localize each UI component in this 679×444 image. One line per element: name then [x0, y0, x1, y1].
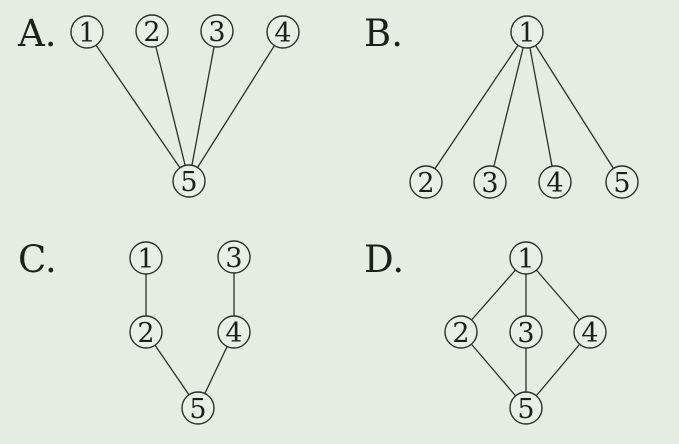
graph-B-node-2-circle: [409, 165, 443, 199]
graph-D-node-1-circle: [509, 241, 543, 275]
graph-B: 1 2 3 4 5 B.: [364, 12, 639, 199]
graph-B-node-5-circle: [605, 165, 639, 199]
graph-B-edge-1-3: [489, 31, 528, 183]
graph-A-edge-3-5: [188, 30, 218, 182]
graph-B-edge-1-4: [526, 31, 556, 183]
graph-A-node-3-label: 3: [208, 17, 225, 48]
graph-C-letter-label: C.: [18, 238, 57, 281]
graph-D-node-3-circle: [509, 315, 543, 349]
graph-D-node-3-label: 3: [517, 318, 534, 349]
graph-A-node-3-circle: [200, 14, 234, 48]
graph-A-letter-label: A.: [17, 12, 56, 55]
graph-C-node-1-circle: [129, 241, 163, 275]
graph-A-node-5-circle: [172, 164, 206, 198]
graph-B-letter-label: B.: [364, 12, 403, 55]
graph-B-edge-1-2: [425, 31, 528, 183]
graph-C-node-5-label: 5: [189, 394, 206, 425]
graph-D-node-2-circle: [444, 315, 478, 349]
graph-A-edge-1-5: [86, 31, 190, 182]
graph-D: 1 2 3 4 5 D.: [364, 238, 607, 425]
graph-A-node-5-label: 5: [180, 167, 197, 198]
graph-A-node-2-label: 2: [143, 17, 160, 48]
graph-C-node-2-label: 2: [137, 318, 154, 349]
graph-C-node-1-label: 1: [137, 244, 154, 275]
graph-A-node-2-circle: [135, 14, 169, 48]
graph-B-node-2-label: 2: [417, 168, 434, 199]
graph-A-edge-4-5: [188, 31, 284, 182]
graph-B-node-1-label: 1: [518, 18, 535, 49]
graph-B-node-3-label: 3: [481, 168, 498, 199]
graph-D-node-1-label: 1: [517, 244, 534, 275]
graph-A-node-1-circle: [70, 15, 104, 49]
graph-C-node-4-label: 4: [225, 318, 242, 349]
graph-B-node-5-label: 5: [613, 168, 630, 199]
graph-C-node-5-circle: [181, 391, 215, 425]
graph-A: 1 2 3 4 5 A.: [17, 12, 300, 198]
graph-B-edge-1-5: [526, 31, 623, 183]
graph-D-node-5-circle: [509, 391, 543, 425]
graph-A-node-4-label: 4: [274, 18, 291, 49]
graph-B-node-1-circle: [510, 15, 544, 49]
graph-B-node-3-circle: [473, 165, 507, 199]
graph-D-node-4-circle: [573, 315, 607, 349]
graph-A-node-4-circle: [266, 15, 300, 49]
graph-C-node-3-circle: [217, 240, 251, 274]
graph-B-node-4-label: 4: [546, 168, 563, 199]
graph-A-edge-2-5: [151, 30, 190, 182]
graph-C: 1 3 2 4 5 C.: [18, 238, 251, 425]
graph-A-node-1-label: 1: [78, 18, 95, 49]
graph-D-letter-label: D.: [364, 238, 404, 281]
graph-B-node-4-circle: [538, 165, 572, 199]
graph-D-node-4-label: 4: [581, 318, 598, 349]
graph-C-node-3-label: 3: [225, 243, 242, 274]
graph-C-node-2-circle: [129, 315, 163, 349]
graph-D-node-2-label: 2: [452, 318, 469, 349]
graph-C-node-4-circle: [217, 315, 251, 349]
graph-D-node-5-label: 5: [517, 394, 534, 425]
